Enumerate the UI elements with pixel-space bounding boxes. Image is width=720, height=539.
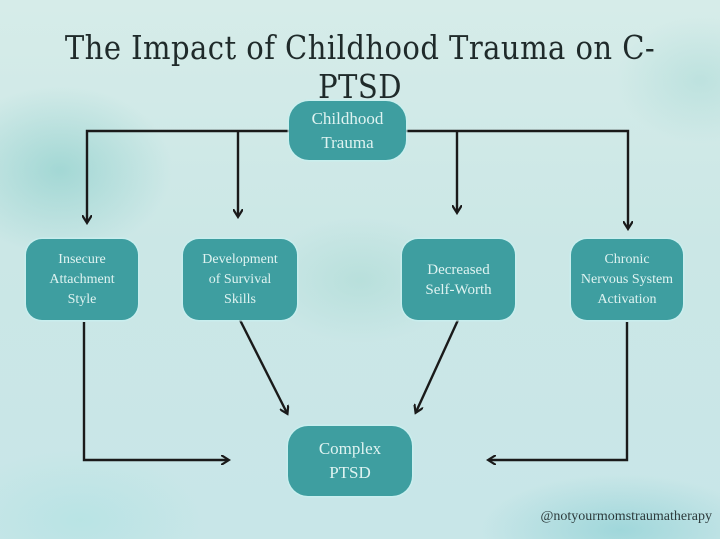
node-childhood-trauma: Childhood Trauma bbox=[289, 101, 406, 160]
node-survival-skills: Development of Survival Skills bbox=[183, 239, 297, 320]
node-complex-ptsd: Complex PTSD bbox=[288, 426, 412, 496]
arrow-nervous-to-cptsd bbox=[489, 322, 629, 460]
arrow-root-to-insecure bbox=[87, 129, 290, 222]
diagram-title: The Impact of Childhood Trauma on C-PTSD bbox=[64, 28, 656, 106]
node-nervous-system: Chronic Nervous System Activation bbox=[571, 239, 683, 320]
node-self-worth: Decreased Self-Worth bbox=[402, 239, 515, 320]
arrow-selfworth-to-cptsd bbox=[416, 319, 460, 412]
arrow-insecure-to-cptsd bbox=[82, 322, 228, 460]
watermark-handle: @notyourmomstraumatherapy bbox=[540, 509, 712, 524]
arrow-root-to-nervous bbox=[405, 129, 628, 228]
node-insecure-attachment: Insecure Attachment Style bbox=[26, 239, 138, 320]
arrow-survival-to-cptsd bbox=[238, 319, 287, 413]
